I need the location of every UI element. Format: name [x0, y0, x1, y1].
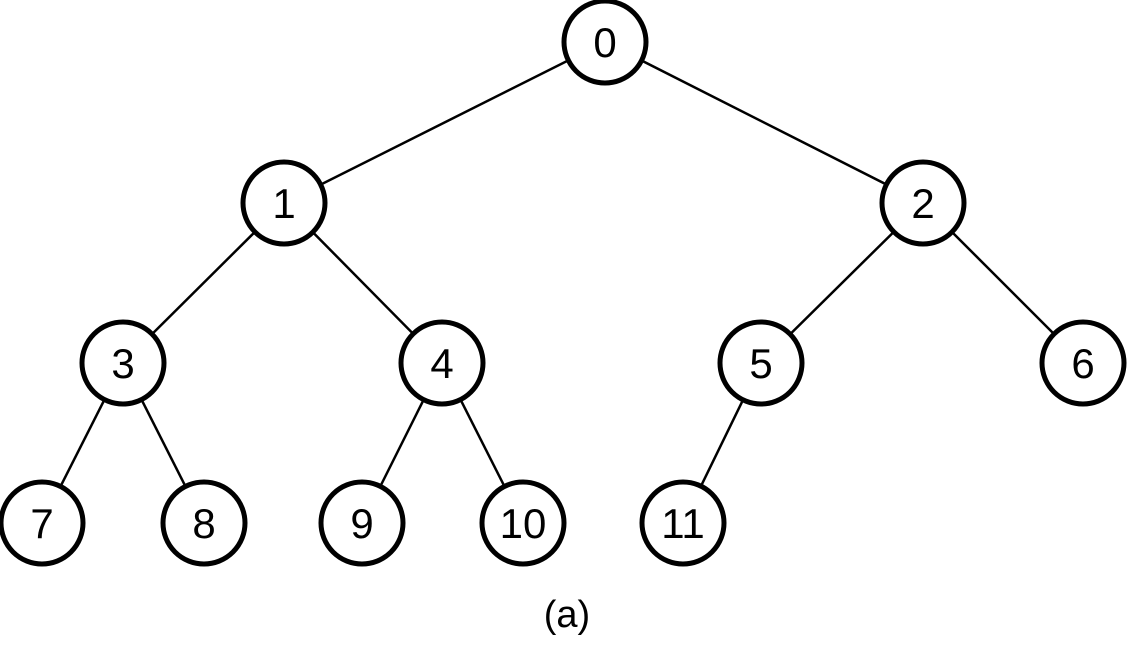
tree-node-7: 7: [0, 479, 86, 567]
node-label: 8: [192, 500, 215, 547]
node-label: 11: [661, 500, 705, 547]
node-circle: [398, 319, 486, 407]
figure-caption: (a): [543, 594, 591, 636]
node-label: 2: [911, 180, 934, 227]
tree-node-5: 5: [717, 319, 805, 407]
tree-node-8: 8: [160, 479, 248, 567]
node-label: 6: [1071, 340, 1094, 387]
node-label: 0: [593, 19, 616, 66]
tree-node-4: 4: [398, 319, 486, 407]
tree-edge-0-1: [283, 40, 606, 205]
node-circle: [160, 479, 248, 567]
tree-node-1: 1: [240, 159, 328, 247]
tree-node-3: 3: [79, 319, 167, 407]
node-label: 5: [749, 340, 772, 387]
tree-node-0: 0: [561, 0, 649, 86]
node-circle: [240, 159, 328, 247]
node-circle: [561, 0, 649, 86]
node-circle: [639, 479, 727, 567]
node-label: 10: [500, 500, 547, 547]
node-circle: [1039, 319, 1127, 407]
node-circle: [318, 479, 406, 567]
node-label: 9: [350, 500, 373, 547]
node-label: 7: [30, 500, 53, 547]
node-circle: [717, 319, 805, 407]
tree-edge-0-2: [604, 40, 924, 205]
node-label: 1: [272, 180, 295, 227]
node-circle: [879, 159, 967, 247]
node-label: 4: [430, 340, 453, 387]
tree-node-11: 11: [639, 479, 727, 567]
edges-layer: [40, 40, 1084, 524]
node-label: 3: [111, 340, 134, 387]
nodes-layer: 0 1 2 3 4 5 6 7 8 9 10 11: [0, 0, 1127, 567]
tree-node-2: 2: [879, 159, 967, 247]
node-circle: [79, 319, 167, 407]
tree-node-9: 9: [318, 479, 406, 567]
node-circle: [479, 479, 567, 567]
node-circle: [0, 479, 86, 567]
tree-node-6: 6: [1039, 319, 1127, 407]
tree-node-10: 10: [479, 479, 567, 567]
